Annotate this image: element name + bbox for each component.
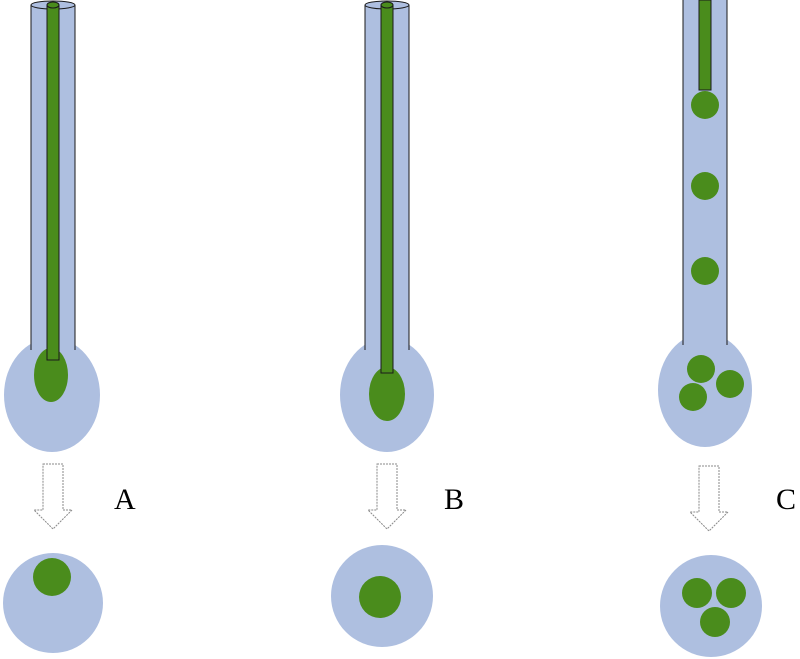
panel-c-nozzle: [658, 0, 752, 447]
panel-c-result-core-2: [716, 578, 746, 608]
panel-a-result-core: [33, 558, 71, 596]
panel-b-result-core: [359, 576, 401, 618]
panel-c-core-bead-forming: [691, 91, 719, 119]
panel-c-droplet-bead-2: [716, 370, 744, 398]
panel-c-result-shell: [660, 555, 762, 657]
panel-c-core-bead-2: [691, 257, 719, 285]
panel-c-result-core-3: [700, 607, 730, 637]
panel-c-result-core-1: [682, 578, 712, 608]
panel-c-core-bead-1: [691, 172, 719, 200]
panel-a-core-thread: [46, 4, 60, 361]
panel-c-droplet-bead-3: [679, 383, 707, 411]
panel-b-core-thread: [380, 4, 394, 374]
panel-a: A: [3, 0, 136, 653]
panel-b-nozzle: [340, 0, 434, 452]
panel-a-down-arrow: [32, 463, 74, 530]
panel-a-nozzle: [4, 0, 100, 452]
panel-c-result-capsule: [660, 555, 762, 657]
panel-c-droplet-bead-1: [687, 355, 715, 383]
panel-c-down-arrow: [688, 465, 730, 532]
panel-a-result-shell: [3, 553, 103, 653]
panel-a-label: A: [114, 483, 136, 516]
panel-b-label: B: [444, 483, 464, 516]
panel-c: C: [658, 0, 796, 657]
panel-c-core-thread: [698, 0, 712, 91]
panel-a-result-capsule: [3, 553, 103, 653]
panel-b-result-capsule: [331, 545, 433, 647]
panel-a-core-droplet: [34, 348, 68, 402]
panel-b-core-droplet: [369, 367, 405, 421]
panel-b-down-arrow: [366, 463, 408, 530]
panel-b: B: [331, 0, 464, 647]
panel-c-label: C: [776, 483, 796, 516]
